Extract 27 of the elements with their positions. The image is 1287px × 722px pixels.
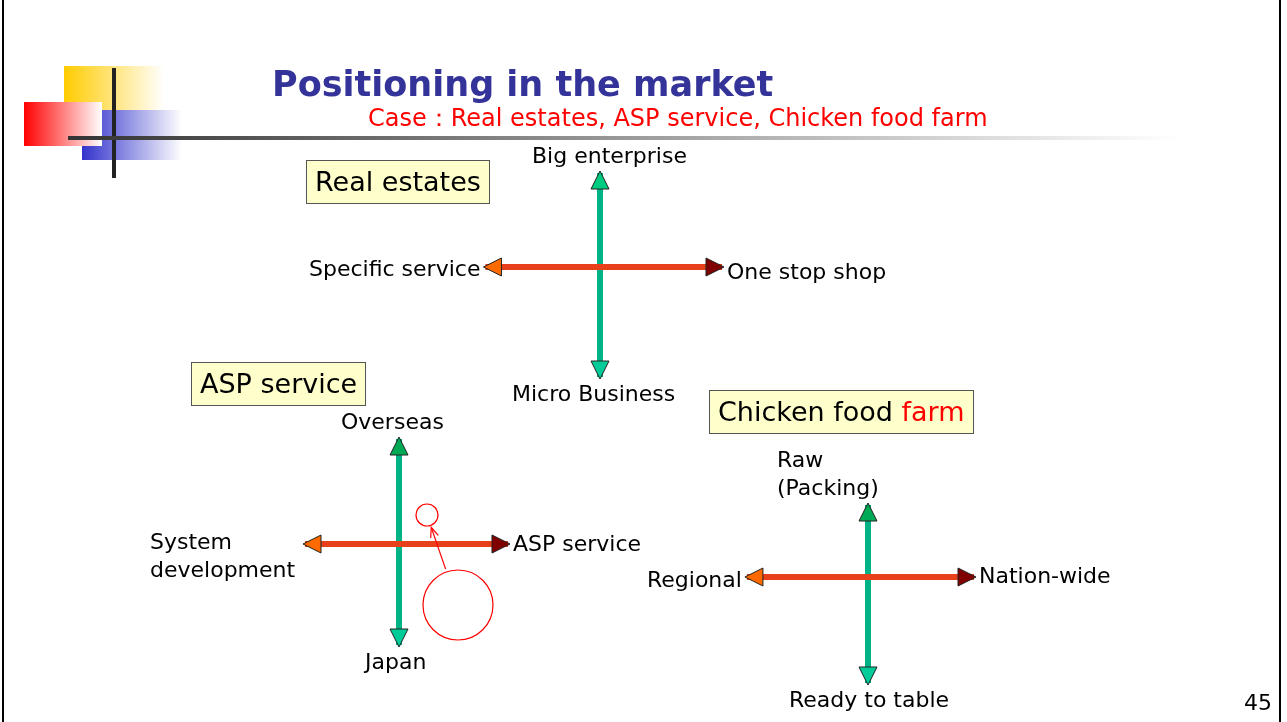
- axis-label: Overseas: [341, 408, 444, 436]
- category-box: Real estates: [306, 160, 490, 204]
- pointer-arrow: [430, 526, 447, 570]
- category-box: ASP service: [191, 362, 367, 406]
- axis-arrow: [389, 436, 409, 648]
- axis-arrow: [302, 534, 511, 554]
- axis-label: Micro Business: [512, 380, 676, 408]
- axis-label: System development: [150, 528, 300, 584]
- axis-label: Regional: [647, 566, 742, 594]
- axis-label: Japan: [365, 648, 427, 676]
- circle-marker: [415, 503, 439, 527]
- axis-label: Specific service: [309, 255, 481, 283]
- slide-title: Positioning in the market: [272, 64, 774, 104]
- axis-arrow: [744, 567, 977, 587]
- axis-arrow: [858, 502, 878, 686]
- axis-label: Nation-wide: [979, 562, 1111, 590]
- category-box: Chicken food farm: [709, 390, 974, 434]
- circle-marker: [422, 569, 494, 641]
- axis-label: Big enterprise: [532, 142, 687, 170]
- page-number: 45: [1244, 690, 1272, 715]
- axis-label: Raw (Packing): [777, 446, 892, 502]
- axis-label: ASP service: [513, 530, 642, 558]
- axis-arrow: [482, 257, 725, 277]
- axis-label: Ready to table: [789, 686, 950, 714]
- axis-label: One stop shop: [727, 258, 887, 286]
- axis-arrow: [590, 170, 610, 380]
- subtitle: Case：Real estates, ASP service, Chicken food farm: [368, 103, 988, 134]
